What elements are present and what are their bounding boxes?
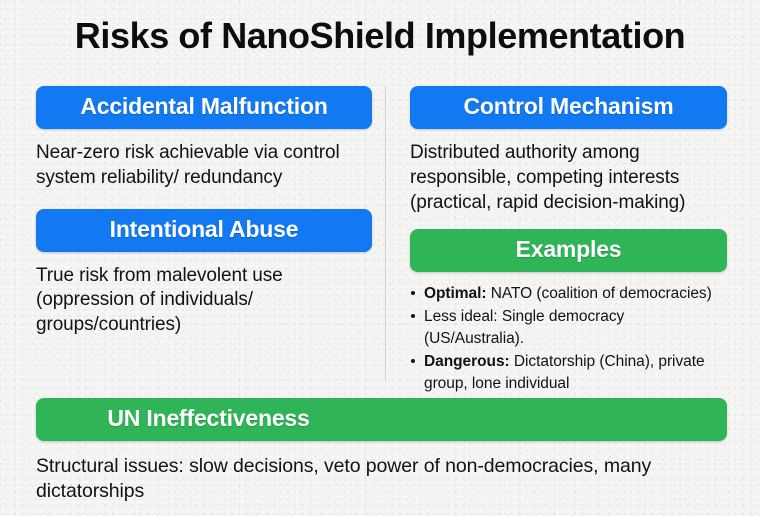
left-column: Accidental Malfunction Near-zero risk ac… bbox=[36, 86, 372, 338]
bullet-label: Less ideal: bbox=[424, 308, 498, 326]
bullet-text: Dictatorship (China), private group, lon… bbox=[424, 353, 705, 393]
section-header-intentional-abuse: Intentional Abuse bbox=[36, 208, 372, 252]
list-item: Less ideal: Single democracy (US/Austral… bbox=[410, 306, 727, 350]
section-header-accidental-malfunction: Accidental Malfunction bbox=[36, 86, 372, 130]
section-header-un-ineffectiveness: UN Ineffectiveness bbox=[36, 398, 727, 442]
page-title: Risks of NanoShield Implementation bbox=[74, 15, 686, 56]
right-column: Control Mechanism Distributed authority … bbox=[410, 86, 727, 396]
column-divider bbox=[385, 86, 386, 382]
list-item: Optimal: NATO (coalition of democracies) bbox=[410, 283, 727, 305]
section-body-intentional-abuse: True risk from malevolent use (oppressio… bbox=[36, 264, 283, 335]
bullet-text: Single democracy (US/Australia). bbox=[424, 308, 625, 348]
section-header-control-mechanism: Control Mechanism bbox=[410, 86, 727, 130]
bottom-section: UN Ineffectiveness Structural issues: sl… bbox=[36, 398, 727, 505]
section-body-un-ineffectiveness: Structural issues: slow decisions, veto … bbox=[36, 455, 652, 503]
section-body-control-mechanism: Distributed authority among responsible,… bbox=[410, 142, 686, 213]
section-header-examples: Examples bbox=[410, 229, 727, 273]
list-item: Dangerous: Dictatorship (China), private… bbox=[410, 351, 727, 395]
bullet-label: Dangerous: bbox=[424, 353, 510, 371]
bullet-label: Optimal: bbox=[424, 285, 487, 303]
section-header-label: UN Ineffectiveness bbox=[107, 405, 310, 431]
section-body-accidental-malfunction: Near-zero risk achievable via control sy… bbox=[36, 142, 340, 188]
bullet-text: NATO (coalition of democracies) bbox=[490, 285, 712, 303]
examples-bullet-list: Optimal: NATO (coalition of democracies)… bbox=[410, 283, 727, 395]
